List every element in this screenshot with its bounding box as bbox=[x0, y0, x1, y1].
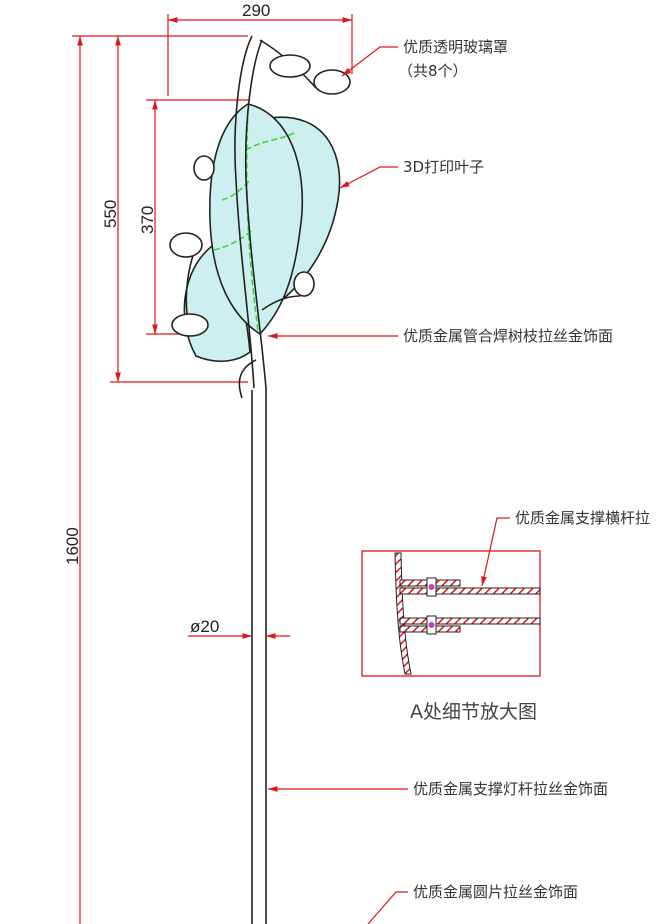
callout-glass-shade: 优质透明玻璃罩 （共8个） bbox=[341, 38, 508, 80]
width-value: 290 bbox=[242, 1, 270, 20]
lamp-head bbox=[169, 35, 351, 399]
svg-text:优质金属圆片拉丝金饰面: 优质金属圆片拉丝金饰面 bbox=[413, 883, 578, 901]
glass-shade bbox=[293, 271, 315, 297]
total-height-dimension: 1600 bbox=[63, 36, 83, 924]
glass-shade bbox=[171, 313, 209, 337]
detail-a: A处细节放大图 bbox=[361, 550, 541, 723]
total-height-value: 1600 bbox=[63, 527, 82, 565]
head-height-value: 550 bbox=[101, 200, 120, 228]
callout-pole: 优质金属支撑灯杆拉丝金饰面 bbox=[268, 780, 608, 798]
head-height-dimension: 550 bbox=[101, 36, 121, 382]
width-dimension: 290 bbox=[167, 1, 353, 96]
callout-leaves: 3D打印叶子 bbox=[339, 158, 484, 189]
callout-crossbar: 优质金属支撑横杆拉 bbox=[481, 509, 650, 587]
leaf-height-dimension: 370 bbox=[138, 100, 158, 334]
leaf-height-value: 370 bbox=[138, 206, 157, 234]
svg-text:优质金属支撑横杆拉: 优质金属支撑横杆拉 bbox=[515, 509, 650, 527]
glass-shade bbox=[269, 54, 311, 78]
callout-branch: 优质金属管合焊树枝拉丝金饰面 bbox=[268, 327, 613, 345]
glass-shade bbox=[313, 69, 351, 95]
glass-shade bbox=[193, 155, 215, 181]
svg-text:3D打印叶子: 3D打印叶子 bbox=[403, 158, 484, 176]
lamp-pole bbox=[251, 388, 267, 924]
svg-text:（共8个）: （共8个） bbox=[398, 62, 468, 80]
svg-text:优质金属管合焊树枝拉丝金饰面: 优质金属管合焊树枝拉丝金饰面 bbox=[403, 327, 613, 345]
glass-shade bbox=[169, 232, 203, 258]
pole-diameter-value: ø20 bbox=[190, 617, 219, 636]
callout-disc: 优质金属圆片拉丝金饰面 bbox=[367, 883, 578, 924]
detail-caption: A处细节放大图 bbox=[410, 701, 537, 723]
svg-text:优质透明玻璃罩: 优质透明玻璃罩 bbox=[403, 38, 508, 56]
pole-diameter-dimension: ø20 bbox=[188, 617, 290, 639]
svg-text:优质金属支撑灯杆拉丝金饰面: 优质金属支撑灯杆拉丝金饰面 bbox=[413, 780, 608, 798]
